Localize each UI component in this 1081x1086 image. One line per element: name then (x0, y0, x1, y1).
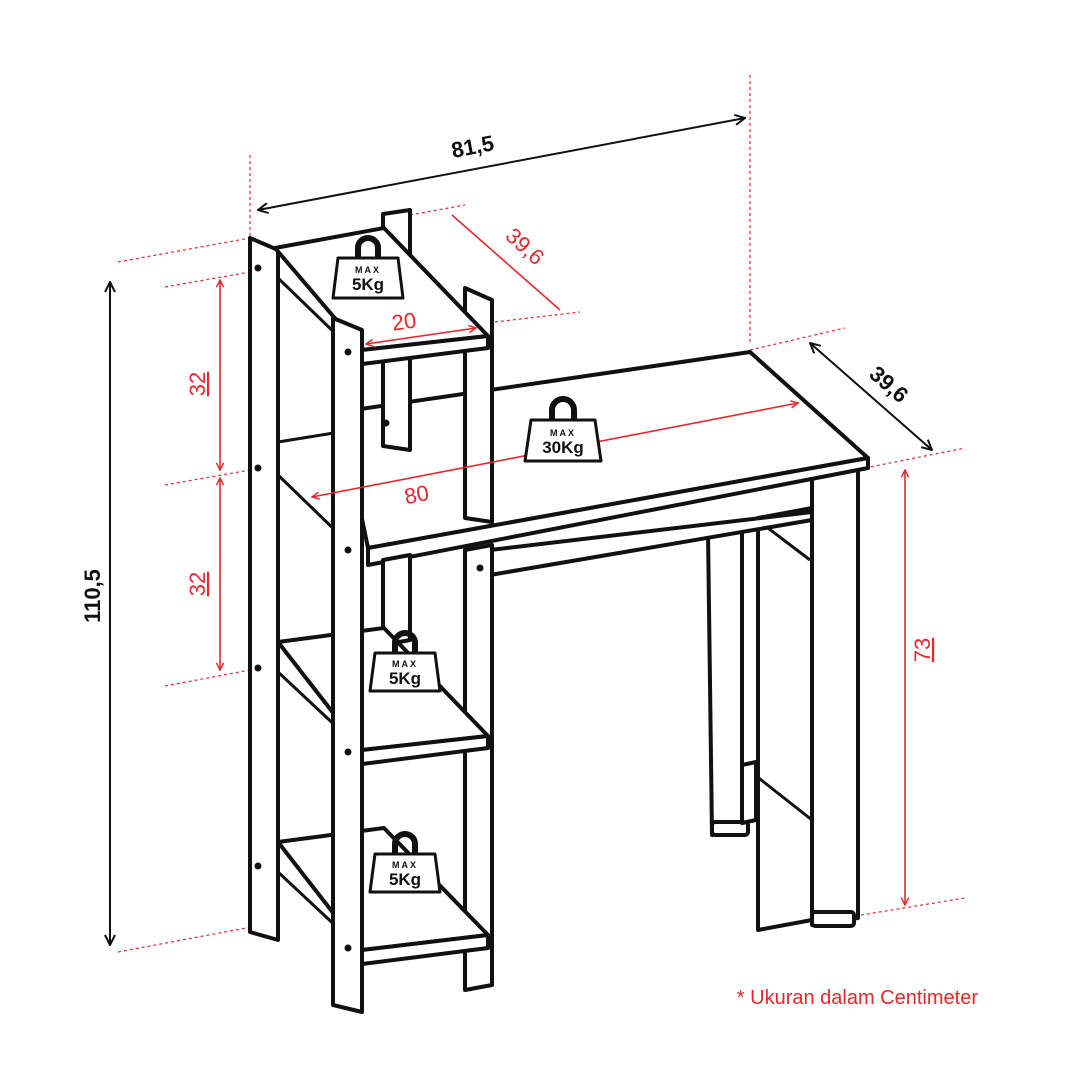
desk-depth-label: 39,6 (865, 361, 914, 408)
desk-height-label: 73 (910, 638, 935, 662)
desk-width-label: 80 (402, 480, 431, 509)
desk-height-dimension: 73 (905, 470, 935, 905)
furniture-drawing (248, 208, 870, 1014)
shelf-spacing-lower-dimension: 32 (185, 478, 220, 670)
overall-height-dimension: 110,5 (80, 282, 110, 945)
weight-desk-label: 30Kg (542, 438, 584, 457)
weight-max-label: MAX (355, 265, 381, 275)
weight-icon-bottom-shelf: MAX 5Kg (368, 831, 442, 894)
shelf-width-label: 20 (390, 307, 418, 335)
overall-width-dimension: 81,5 (258, 118, 745, 210)
shelf-spacing-lower-label: 32 (185, 572, 210, 596)
overall-width-label: 81,5 (449, 130, 496, 163)
weight-icon-top-shelf: MAX 5Kg (331, 235, 405, 300)
weight-icon-desk: MAX 30Kg (523, 396, 603, 463)
unit-note: * Ukuran dalam Centimeter (737, 987, 979, 1009)
weight-top-shelf-label: 5Kg (352, 275, 384, 294)
weight-bottom-shelf-label: 5Kg (389, 870, 421, 889)
shelf-width-dimension: 20 (366, 307, 476, 344)
shelf-spacing-upper-label: 32 (185, 372, 210, 396)
shelf-spacing-upper-dimension: 32 (185, 280, 220, 470)
overall-height-label: 110,5 (80, 569, 105, 623)
weight-icon-middle-shelf: MAX 5Kg (368, 630, 442, 693)
shelf-depth-label: 39,6 (501, 223, 550, 270)
weight-middle-shelf-label: 5Kg (389, 669, 421, 688)
extension-lines (117, 75, 966, 953)
weight-max-label: MAX (392, 860, 418, 870)
weight-max-label: MAX (550, 428, 576, 438)
weight-max-label: MAX (392, 659, 418, 669)
